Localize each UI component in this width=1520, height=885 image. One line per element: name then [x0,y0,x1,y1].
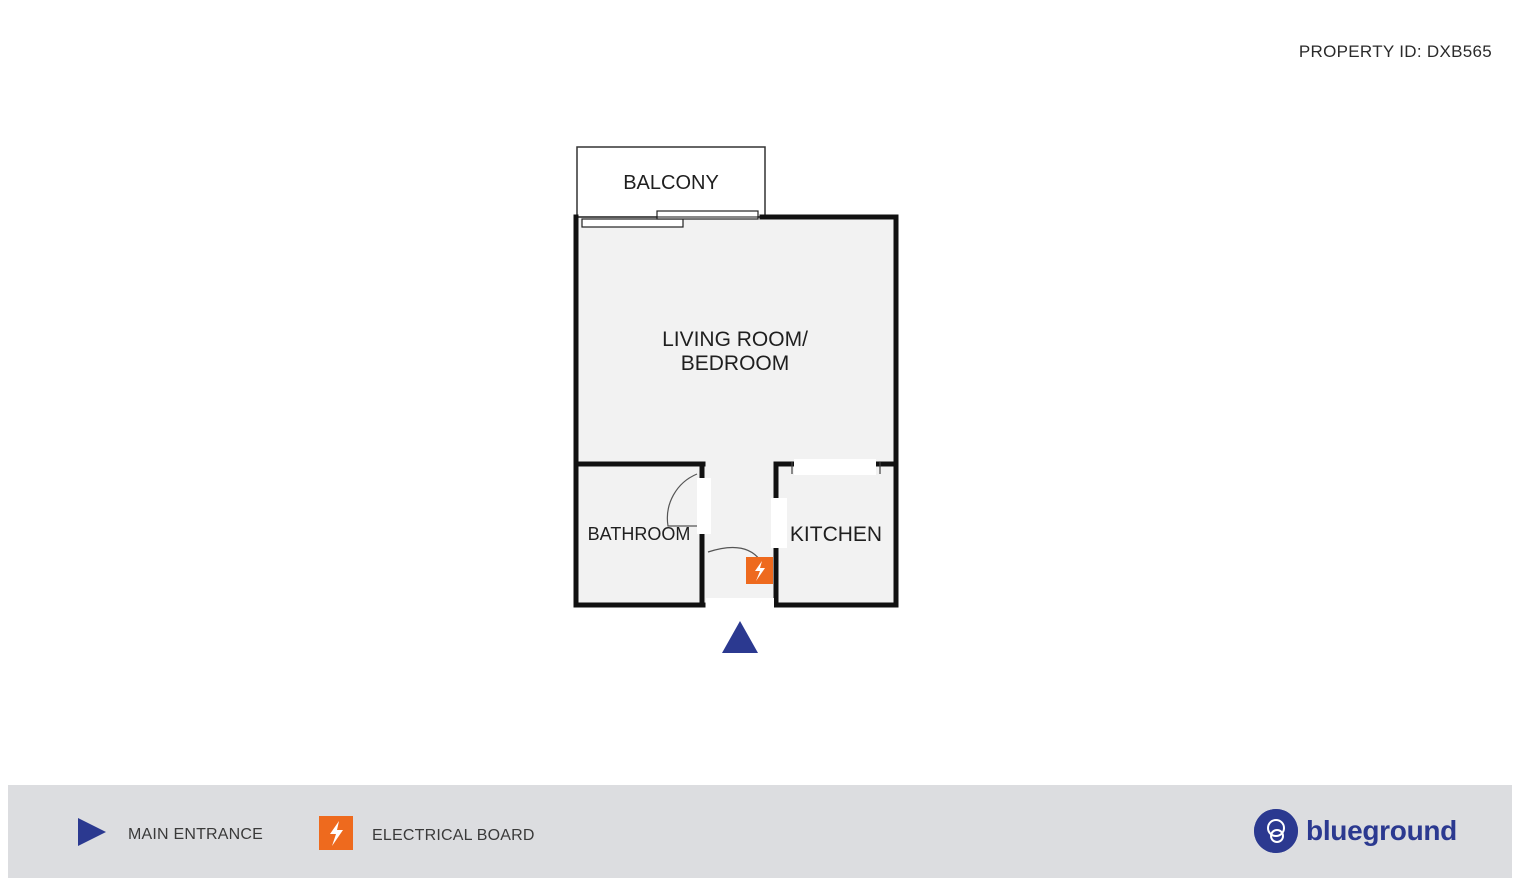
electrical-board-marker [746,557,773,584]
bathroom-label: BATHROOM [588,524,691,544]
brand-name: blueground [1306,815,1457,846]
living-room-floor [578,218,896,464]
blueground-logo-icon [1254,809,1299,853]
legend-electrical-board-label: ELECTRICAL BOARD [372,826,535,844]
legend-main-entrance: MAIN ENTRANCE [76,815,263,854]
living-room-label-line1: LIVING ROOM/ [662,328,808,351]
sliding-door [581,210,759,228]
kitchen-label: KITCHEN [790,523,882,546]
property-id: PROPERTY ID: DXB565 [1298,42,1492,61]
bathroom-floor [578,464,702,604]
legend-main-entrance-label: MAIN ENTRANCE [128,825,264,843]
bathroom-door-swing [666,473,698,527]
living-room-label-line2: BEDROOM [681,352,790,375]
kitchen-opening [771,498,787,548]
balcony-label: BALCONY [623,172,719,194]
bathroom-door-opening [697,478,711,534]
kitchen-window [794,459,876,475]
entrance-opening [706,598,774,608]
balcony-outline [576,146,766,218]
walls [573,214,899,608]
lightning-bolt-icon [318,815,354,856]
triangle-arrow-icon [76,815,110,854]
legend-bar: MAIN ENTRANCE ELECTRICAL BOARD bluegroun… [8,785,1512,878]
kitchen-window-marks [791,462,881,474]
legend-electrical-board: ELECTRICAL BOARD [318,815,535,856]
brand-logo: blueground [1254,809,1457,853]
entrance-door-swing [707,546,761,561]
main-entrance-arrow [722,621,758,653]
floor-plan: BALCONY LIVING ROOM/ BEDROOM [573,146,899,653]
kitchen-floor [776,464,896,604]
